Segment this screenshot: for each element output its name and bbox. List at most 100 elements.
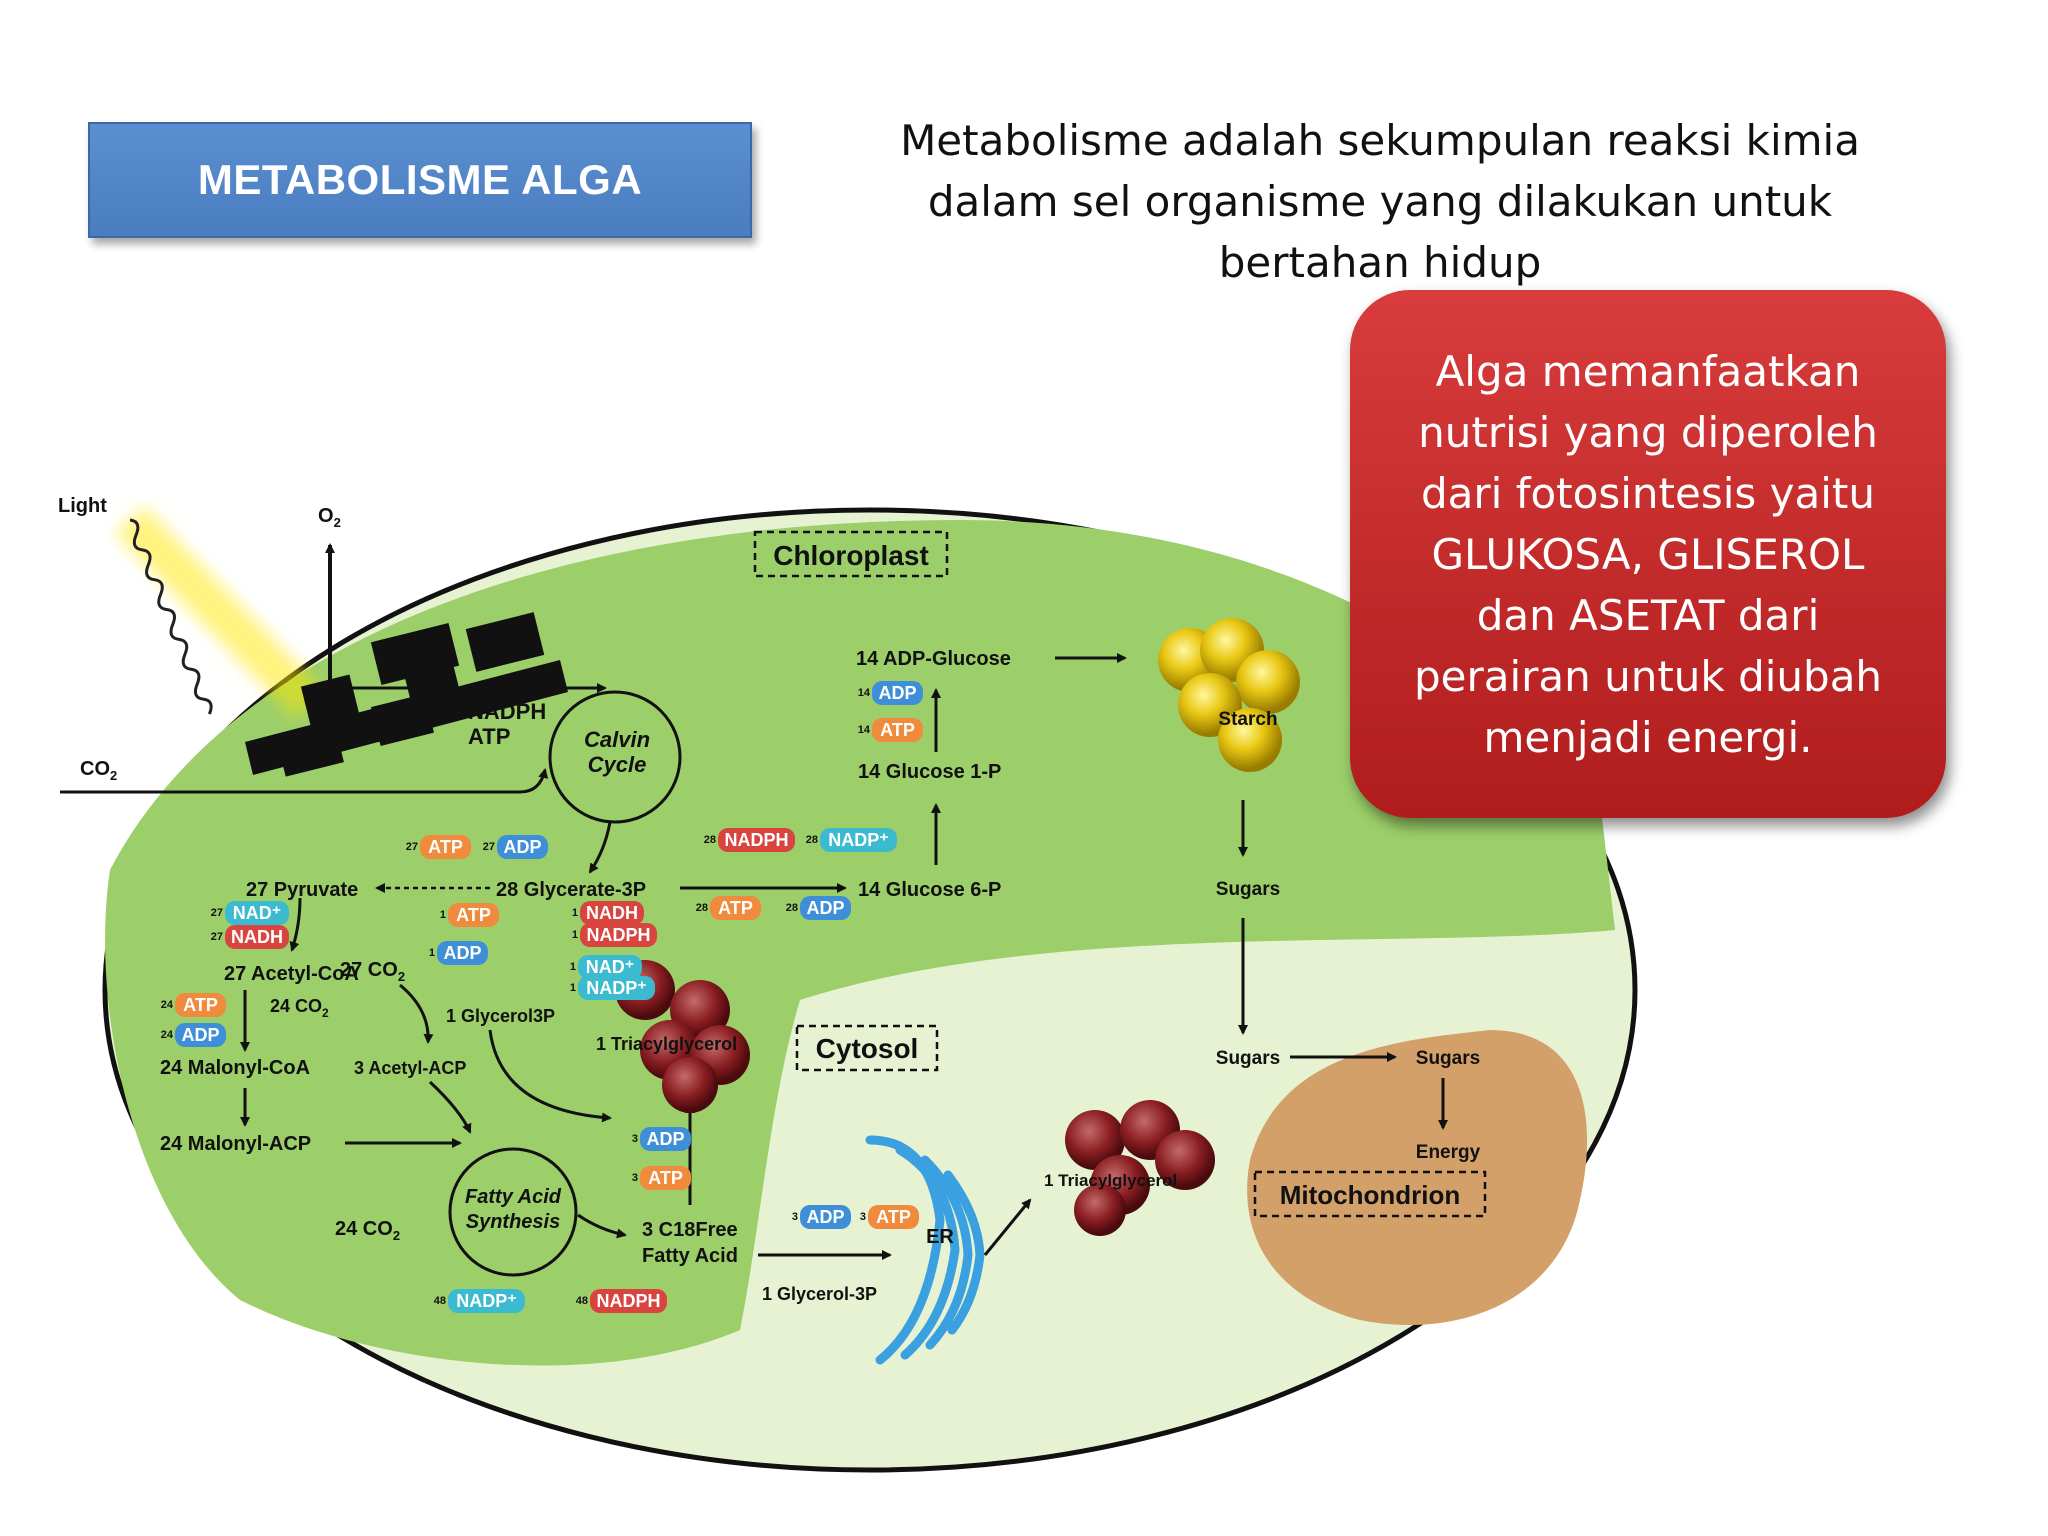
- cofactor-adp28: 28 ADP: [786, 896, 851, 920]
- callout-box: Alga memanfaatkan nutrisi yang diperoleh…: [1350, 290, 1946, 818]
- node-malonyl-acp: 24 Malonyl-ACP: [160, 1133, 311, 1155]
- fas-to-c18-arrow: [577, 1213, 627, 1239]
- node-acetyl-coa: 27 Acetyl-CoA: [224, 963, 359, 985]
- acetylcoa-to-acetylacp-arrow: [399, 983, 434, 1044]
- cofactor-pill-bg: [225, 925, 289, 949]
- light-wave-icon: [129, 518, 213, 715]
- cofactor-pill-bg: [820, 828, 897, 852]
- cofactor-pill-bg: [578, 976, 655, 1000]
- cofactor-count: 14: [858, 724, 871, 736]
- cofactor-label: ATP: [880, 720, 915, 740]
- cofactor-count: 28: [806, 834, 818, 846]
- cofactor-adp1: 1 ADP: [429, 941, 488, 965]
- cofactor-label: NADH: [231, 927, 283, 947]
- node-c18-1: 3 C18Free: [642, 1219, 738, 1241]
- cofactor-label: ADP: [646, 1129, 684, 1149]
- cofactor-pill-bg: [175, 993, 226, 1017]
- mitochondrion-region: [1247, 1030, 1588, 1325]
- calvin-nadph-label: NADPH: [468, 699, 546, 724]
- o2-label: O2: [318, 505, 341, 530]
- cofactor-pill-bg: [640, 1166, 691, 1190]
- cofactor-pill-bg: [578, 955, 642, 979]
- calvin-cycle-circle: [548, 690, 682, 824]
- cofactor-nadh27: 27 NADH: [211, 925, 289, 949]
- cofactor-atp14: 14 ATP: [858, 718, 923, 742]
- cofactor-count: 1: [429, 947, 435, 959]
- light-glow: [115, 506, 325, 719]
- node-glucose-1p: 14 Glucose 1-P: [858, 761, 1001, 783]
- node-glycerate: 28 Glycerate-3P: [496, 879, 646, 901]
- calvin-label-2: Cycle: [588, 752, 647, 777]
- node-co2-24a: 24 CO2: [270, 996, 329, 1020]
- cofactor-count: 3: [792, 1211, 798, 1223]
- cofactor-pill-bg: [420, 835, 471, 859]
- cofactor-count: 1: [572, 907, 578, 919]
- cofactor-count: 1: [440, 909, 446, 921]
- cofactor-pill-bg: [872, 681, 923, 705]
- acetylacp-to-fas-arrow: [428, 1080, 472, 1134]
- node-tag-cytosol: 1 Triacylglycerol: [1044, 1171, 1177, 1190]
- callout-text: Alga memanfaatkan nutrisi yang diperoleh…: [1413, 346, 1883, 762]
- node-acetyl-acp: 3 Acetyl-ACP: [354, 1058, 466, 1078]
- cofactor-pill-bg: [497, 835, 548, 859]
- cofactor-count: 3: [860, 1211, 866, 1223]
- slide-subtitle: Metabolisme adalah sekumpulan reaksi kim…: [900, 116, 1860, 287]
- co2-input-label: CO2: [80, 758, 117, 783]
- cofactor-pill-bg: [710, 896, 761, 920]
- cofactor-label: NADPH: [596, 1291, 660, 1311]
- cofactor-nad1: 1 NAD⁺: [570, 955, 642, 979]
- mitochondrion-label-box: [1253, 1170, 1487, 1218]
- cofactor-label: ADP: [878, 683, 916, 703]
- cofactor-count: 24: [161, 999, 174, 1011]
- node-tag-chloroplast: 1 Triacylglycerol: [596, 1034, 737, 1054]
- calvin-label-1: Calvin: [584, 727, 650, 752]
- cofactor-count: 27: [211, 907, 223, 919]
- node-pyruvate: 27 Pyruvate: [246, 879, 358, 901]
- node-sugars-chloroplast: Sugars: [1216, 879, 1280, 900]
- node-adp-glucose: 14 ADP-Glucose: [856, 648, 1011, 670]
- cofactor-pill-bg: [225, 901, 289, 925]
- cofactor-label: NAD⁺: [586, 957, 635, 977]
- cofactor-count: 28: [704, 834, 716, 846]
- cofactor-pill-bg: [872, 718, 923, 742]
- cofactor-count: 27: [406, 841, 418, 853]
- cofactor-label: NADP⁺: [586, 978, 647, 998]
- co2-input-arrow: [60, 768, 549, 794]
- cytosol-label: Cytosol: [816, 1033, 919, 1064]
- node-starch: Starch: [1218, 709, 1277, 730]
- cofactor-label: ADP: [806, 898, 844, 918]
- cofactor-count: 28: [786, 902, 798, 914]
- er-to-tag-arrow: [983, 1198, 1032, 1256]
- cofactor-count: 27: [211, 931, 223, 943]
- cofactor-count: 1: [570, 961, 576, 973]
- node-c18-2: Fatty Acid: [642, 1245, 738, 1267]
- fas-label-1: Fatty Acid: [465, 1186, 562, 1208]
- cofactor-pill-bg: [800, 896, 851, 920]
- cofactor-pill-bg: [718, 828, 795, 852]
- node-glucose-6p: 14 Glucose 6-P: [858, 879, 1001, 901]
- cofactor-label: ADP: [443, 943, 481, 963]
- cofactor-count: 3: [632, 1133, 638, 1145]
- node-glycerol-3p-b: 1 Glycerol-3P: [762, 1284, 877, 1304]
- cofactor-count: 27: [483, 841, 495, 853]
- cofactor-count: 48: [576, 1295, 588, 1307]
- cofactor-count: 48: [434, 1295, 446, 1307]
- cofactor-atp1: 1 ATP: [440, 903, 499, 927]
- chloroplast-label: Chloroplast: [773, 540, 929, 571]
- cofactor-pill-bg: [448, 903, 499, 927]
- cofactor-pill-bg: [590, 1289, 667, 1313]
- cofactor-label: ATP: [456, 905, 491, 925]
- node-malonyl-coa: 24 Malonyl-CoA: [160, 1057, 310, 1079]
- node-sugars-mito: Sugars: [1416, 1048, 1480, 1069]
